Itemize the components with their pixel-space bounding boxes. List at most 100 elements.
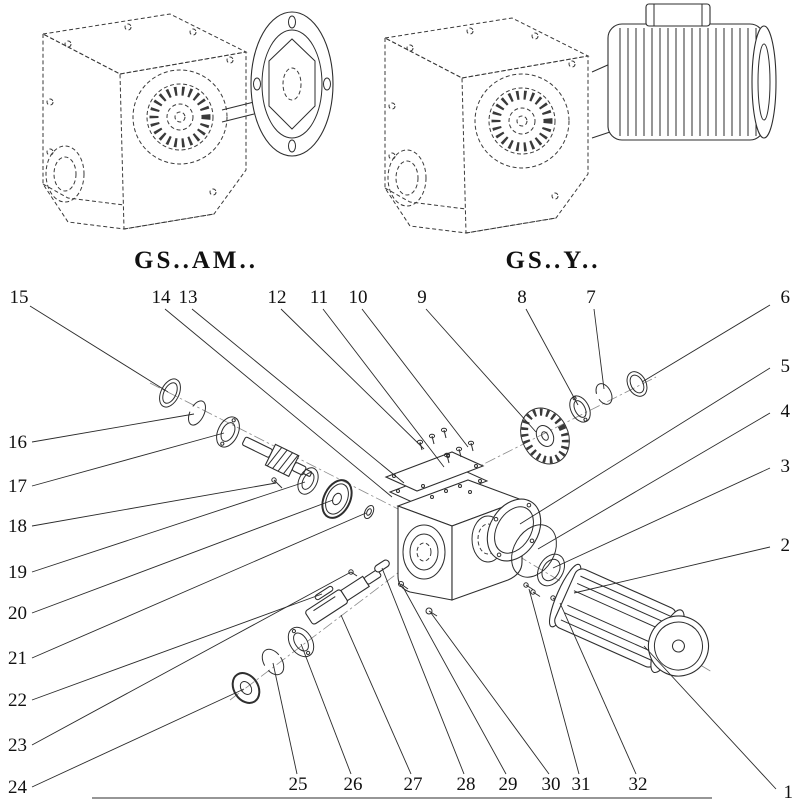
part-cover-screws: [416, 427, 475, 464]
leader-line-2: [573, 546, 771, 594]
leader-line-22: [31, 593, 323, 701]
part-number-27: 27: [404, 774, 423, 795]
leader-line-19: [31, 481, 306, 573]
leader-line-4: [537, 412, 771, 550]
model-label-gsam: GS..AM..: [134, 247, 258, 274]
part-motor: [548, 563, 710, 677]
part-worm-shaft: [242, 436, 313, 478]
part-spacer-ring: [363, 504, 375, 520]
part-number-14: 14: [152, 287, 172, 308]
model-label-gsy: GS..Y..: [505, 247, 600, 274]
leader-line-8: [525, 308, 579, 406]
part-number-16: 16: [8, 432, 27, 453]
leader-line-21: [31, 512, 367, 659]
part-number-23: 23: [8, 735, 27, 756]
part-grub-screw: [348, 569, 358, 577]
leader-line-17: [31, 432, 225, 487]
part-number-11: 11: [310, 287, 328, 308]
part-drain-plug-screw: [425, 607, 438, 617]
leader-line-5: [519, 367, 771, 525]
part-circlip-output: [261, 648, 285, 676]
leader-line-9: [425, 308, 537, 433]
gearbox-housing-ghost: [43, 14, 246, 229]
part-bearing-input-front: [216, 416, 240, 448]
part-number-21: 21: [8, 648, 27, 669]
leader-line-10: [361, 308, 469, 448]
leader-line-20: [31, 499, 334, 614]
part-helical-gear: [520, 407, 570, 465]
leader-line-30: [430, 612, 550, 775]
flange-bolt-hole: [253, 77, 261, 91]
leader-line-24: [31, 688, 245, 788]
leader-line-6: [641, 304, 771, 383]
gearbox-drawing-gsy: [385, 3, 777, 233]
motor-body: [607, 23, 765, 141]
part-circlip: [595, 383, 613, 405]
leader-line-32: [559, 602, 637, 775]
part-number-19: 19: [8, 562, 27, 583]
part-washer: [231, 672, 261, 704]
leader-line-28: [381, 567, 465, 775]
part-number-13: 13: [179, 287, 198, 308]
part-key: [374, 559, 390, 573]
leader-line-1: [643, 645, 777, 790]
motor-terminal-box: [645, 3, 711, 27]
part-number-8: 8: [517, 287, 527, 308]
part-flange-gasket: [511, 524, 557, 578]
part-cover-plate: [384, 451, 485, 492]
leader-line-18: [31, 482, 277, 527]
part-number-31: 31: [572, 774, 591, 795]
leader-line-13: [191, 308, 405, 484]
part-set-screw-small: [271, 477, 283, 489]
leader-line-25: [272, 662, 298, 775]
leader-line-11: [322, 308, 445, 468]
motor-fins: [619, 28, 757, 136]
flange-bolt-hole: [288, 15, 296, 29]
gearbox-housing-ghost: [385, 18, 588, 233]
flange-hex-hub: [268, 38, 316, 130]
part-number-12: 12: [268, 287, 287, 308]
part-motor-flange: [486, 498, 542, 562]
part-number-7: 7: [586, 287, 596, 308]
part-number-10: 10: [349, 287, 368, 308]
part-number-25: 25: [289, 774, 308, 795]
leader-line-7: [593, 308, 605, 390]
part-number-4: 4: [781, 401, 791, 422]
part-output-shaft: [305, 569, 382, 625]
part-bearing-gear: [569, 395, 591, 423]
part-housing-screw-small: [398, 581, 409, 590]
part-number-5: 5: [781, 356, 791, 377]
part-housing: [396, 479, 524, 601]
part-number-1: 1: [784, 782, 794, 800]
part-number-15: 15: [10, 287, 29, 308]
flange-bolt-hole: [323, 77, 331, 91]
part-number-18: 18: [8, 516, 27, 537]
leader-line-3: [552, 467, 771, 569]
part-number-17: 17: [8, 476, 27, 497]
part-bearing-output: [287, 626, 315, 658]
part-retaining-ring: [188, 400, 206, 426]
leader-line-12: [280, 308, 425, 450]
gearbox-drawing-gsam: [43, 12, 334, 229]
part-outer-ring: [626, 371, 648, 397]
motor-end-bell: [751, 25, 777, 139]
leader-line-16: [31, 413, 195, 443]
part-number-30: 30: [542, 774, 561, 795]
part-number-22: 22: [8, 690, 27, 711]
flange-bolt-hole: [288, 139, 296, 153]
leader-line-29: [402, 586, 507, 775]
part-bearing-input-rear: [297, 467, 319, 495]
part-number-29: 29: [499, 774, 518, 795]
leader-line-27: [340, 614, 412, 775]
part-number-9: 9: [417, 287, 427, 308]
exploded-view: [149, 371, 713, 704]
part-number-2: 2: [781, 535, 791, 556]
part-pin: [314, 585, 334, 601]
part-number-26: 26: [344, 774, 363, 795]
leader-line-14: [164, 308, 393, 498]
leader-line-26: [300, 643, 352, 775]
part-worm-gear: [321, 479, 353, 519]
part-number-6: 6: [781, 287, 791, 308]
